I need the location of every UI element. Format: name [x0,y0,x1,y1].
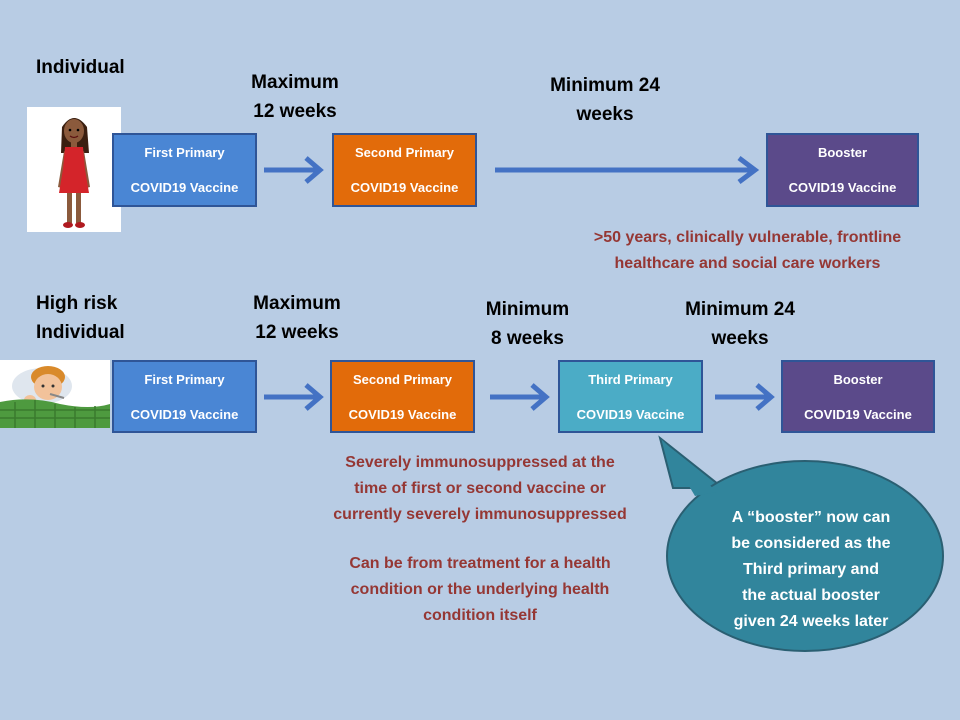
row1-second-primary-box: Second Primary COVID19 Vaccine [332,133,477,207]
row2-box1-line2: COVID19 Vaccine [130,406,239,422]
row1-eligibility-note: >50 years, clinically vulnerable, frontl… [555,225,940,277]
row2-arrow-3 [715,383,775,411]
row2-note1-line1: Severely immunosuppressed at the [345,454,615,471]
row2-interval-min-24: Minimum 24 weeks [660,295,820,353]
row1-arrow-2 [495,156,760,184]
row1-arrow-1 [264,156,324,184]
callout-line1: A “booster” now can [731,509,891,526]
row1-label: Individual [36,57,125,78]
row2-box2-line1: Second Primary [353,371,452,387]
callout-bubble [658,435,944,652]
row1-booster-box: Booster COVID19 Vaccine [766,133,919,207]
row1-box3-line2: COVID19 Vaccine [788,180,897,195]
row1-box2-line2: COVID19 Vaccine [350,180,459,195]
row2-label-line1: High risk [36,293,118,314]
callout-line4: the actual booster [742,587,880,604]
row2-interval3-line1: Minimum 24 [685,299,795,320]
row2-treatment-note: Can be from treatment for a health condi… [300,551,660,629]
row2-note2-line3: condition itself [423,607,537,624]
row2-interval-min-8: Minimum 8 weeks [465,295,590,353]
row1-box2-line1: Second Primary [355,145,454,160]
row2-interval2-line1: Minimum [485,299,570,320]
row2-box3-line1: Third Primary [588,371,673,387]
row2-label: High risk Individual [36,289,125,347]
callout-text: A “booster” now can be considered as the… [686,505,936,635]
row2-arrow-2 [490,383,550,411]
row2-interval-max-12: Maximum 12 weeks [232,289,362,347]
row2-immunosuppressed-note: Severely immunosuppressed at the time of… [300,450,660,528]
row2-note1-line2: time of first or second vaccine or [354,480,606,497]
row2-arrow-1 [264,383,324,411]
row1-interval2-line1: Minimum 24 [550,75,660,96]
row2-box4-line1: Booster [833,371,883,387]
row2-third-primary-box: Third Primary COVID19 Vaccine [558,360,703,433]
row2-interval1-line1: Maximum [253,293,341,314]
sick-boy-in-bed-icon [0,360,110,428]
row1-box1-line1: First Primary [144,145,225,160]
row1-first-primary-box: First Primary COVID19 Vaccine [112,133,257,207]
row2-interval2-line2: 8 weeks [491,328,564,349]
row2-booster-box: Booster COVID19 Vaccine [781,360,935,433]
row1-box3-line1: Booster [817,145,868,160]
row2-note1-line3: currently severely immunosuppressed [333,506,627,523]
row1-interval2-line2: weeks [576,104,634,125]
row2-note2-line2: condition or the underlying health [350,581,610,598]
woman-standing-icon [27,107,121,232]
row1-interval1-line1: Maximum [251,72,339,93]
row1-interval-max-12: Maximum 12 weeks [230,68,360,126]
row1-interval1-line2: 12 weeks [253,101,337,122]
row1-note-line2: healthcare and social care workers [614,255,881,272]
row1-note-line1: >50 years, clinically vulnerable, frontl… [593,229,902,246]
row2-interval3-line2: weeks [711,328,769,349]
row2-box2-line2: COVID19 Vaccine [348,406,457,422]
row2-interval1-line2: 12 weeks [255,322,339,343]
row2-box1-line1: First Primary [144,371,225,387]
callout-line5: given 24 weeks later [733,613,889,630]
row1-interval-min-24: Minimum 24 weeks [525,71,685,129]
callout-line2: be considered as the [731,535,891,552]
row2-note2-line1: Can be from treatment for a health [349,555,611,572]
row2-label-line2: Individual [36,322,125,343]
row1-box1-line2: COVID19 Vaccine [130,180,239,195]
callout-line3: Third primary and [742,561,880,578]
row2-first-primary-box: First Primary COVID19 Vaccine [112,360,257,433]
row2-second-primary-box: Second Primary COVID19 Vaccine [330,360,475,433]
row2-box4-line2: COVID19 Vaccine [804,406,912,422]
row2-box3-line2: COVID19 Vaccine [576,406,685,422]
